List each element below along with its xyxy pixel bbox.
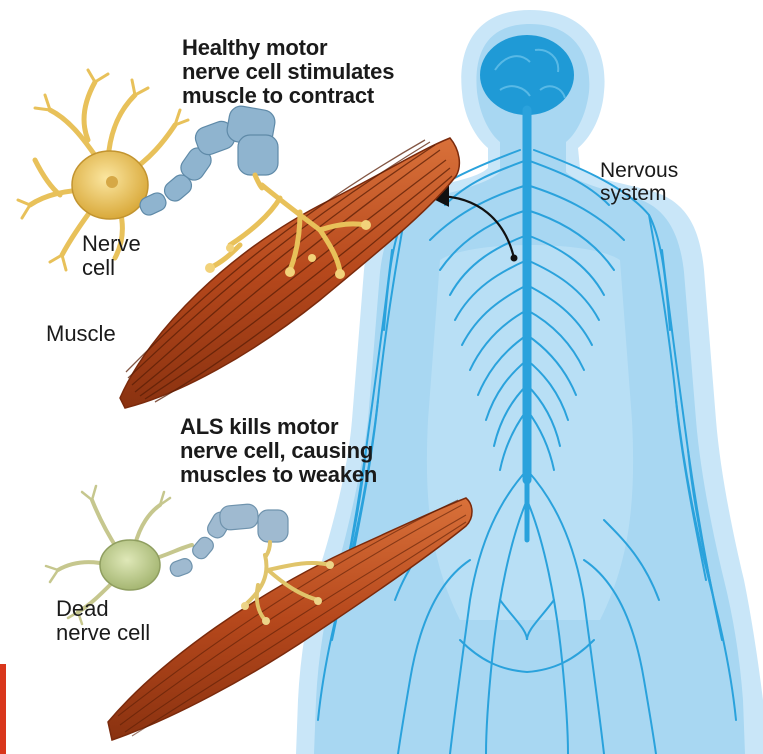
nerve-cell-label: Nerve cell: [82, 232, 141, 280]
healthy-caption: Healthy motor nerve cell stimulates musc…: [182, 36, 394, 107]
edge-bar: [0, 664, 6, 754]
nerve-cell-line-1: Nerve: [82, 232, 141, 256]
muscle-label: Muscle: [46, 322, 116, 346]
dead-cell-body: [100, 540, 160, 590]
nervous-system-label: Nervous system: [600, 160, 678, 205]
dead-nerve-cell-label: Dead nerve cell: [56, 597, 150, 645]
brain: [480, 35, 574, 115]
healthy-caption-line-3: muscle to contract: [182, 84, 394, 108]
als-caption: ALS kills motor nerve cell, causing musc…: [180, 415, 377, 486]
als-caption-line-3: muscles to weaken: [180, 463, 377, 487]
healthy-caption-line-2: nerve cell stimulates: [182, 60, 394, 84]
healthy-caption-line-1: Healthy motor: [182, 36, 394, 60]
dead-nerve-cell-line-2: nerve cell: [56, 621, 150, 645]
nervous-system-line-2: system: [600, 183, 678, 206]
als-caption-line-1: ALS kills motor: [180, 415, 377, 439]
dead-nerve-cell-line-1: Dead: [56, 597, 150, 621]
nervous-system-line-1: Nervous: [600, 160, 678, 183]
als-caption-line-2: nerve cell, causing: [180, 439, 377, 463]
nerve-cell-line-2: cell: [82, 256, 141, 280]
